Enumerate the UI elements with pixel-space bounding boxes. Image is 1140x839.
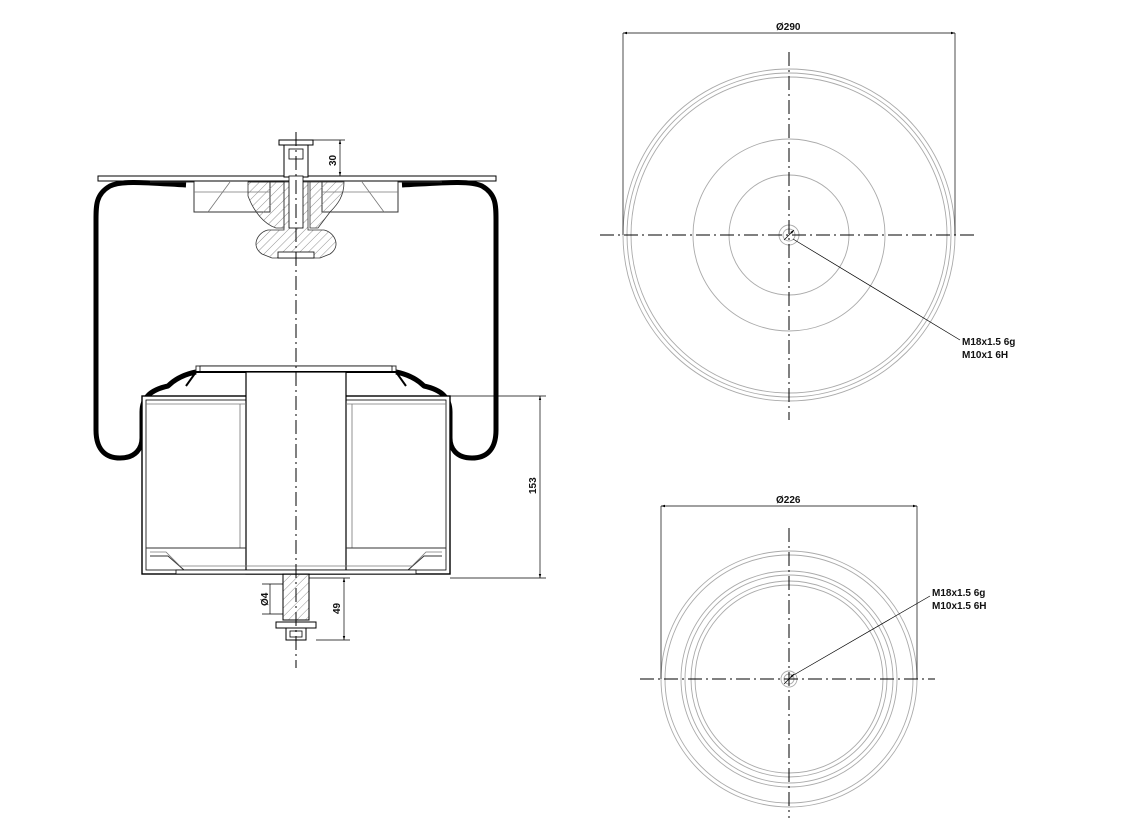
- bottom-thread-note-2: M10x1.5 6H: [932, 601, 986, 612]
- dim-o4-label: Ø4: [260, 592, 271, 606]
- bottom-view: Ø226 M18x1.5 6g M10x1.5 6H: [640, 495, 986, 818]
- bottom-thread-note-1: M18x1.5 6g: [932, 588, 985, 599]
- bottom-thread-leader: [791, 595, 931, 677]
- top-thread-leader: [792, 238, 961, 341]
- dim-bottom-diameter: Ø226: [660, 495, 918, 679]
- side-section-view: 30 153 Ø4 49: [93, 132, 546, 668]
- bellows-outline: [93, 179, 197, 461]
- dim-top-diameter: Ø290: [622, 22, 956, 235]
- dim-o290-label: Ø290: [776, 22, 801, 33]
- dim-o226-label: Ø226: [776, 495, 801, 506]
- dim-pin-diameter: Ø4: [260, 583, 283, 615]
- top-view: Ø290 M18x1.5 6g M10x1 6H: [600, 22, 1015, 420]
- dim-153-label: 153: [528, 477, 539, 494]
- dim-49-label: 49: [332, 602, 343, 614]
- top-thread-note-1: M18x1.5 6g: [962, 337, 1015, 348]
- dim-height: 153: [450, 395, 546, 579]
- dim-bottom-stud: 49: [309, 577, 350, 641]
- dim-top-stud: 30: [313, 139, 345, 177]
- top-thread-note-2: M10x1 6H: [962, 350, 1008, 361]
- dim-30-label: 30: [328, 154, 339, 166]
- bellows-outline-right: [395, 179, 499, 461]
